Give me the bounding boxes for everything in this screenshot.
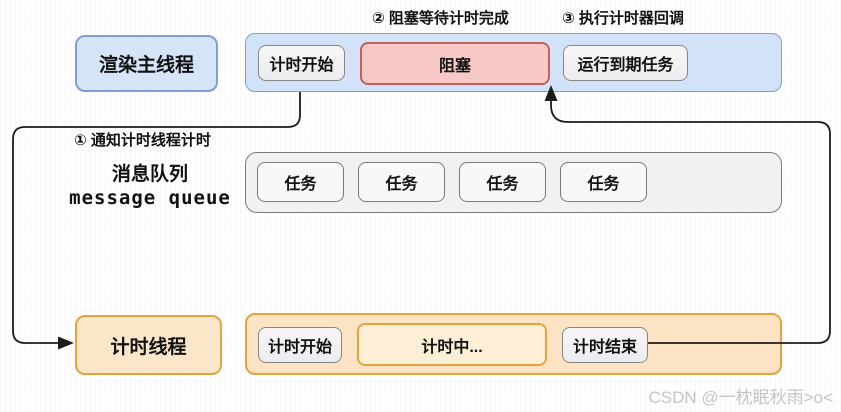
message-queue-label: 消息队列 message queue [40,163,260,211]
timing-chip: 计时中... [357,323,547,366]
main-thread-label: 渲染主线程 [98,55,194,76]
task-chip: 任务 [257,162,344,202]
task-chip: 任务 [560,162,647,202]
timer-thread-label: 计时线程 [110,336,187,358]
task-label: 任务 [486,176,519,193]
annotation-step1: ① 通知计时线程计时 [74,132,211,149]
task-chip: 任务 [358,162,445,202]
task-label: 任务 [385,176,418,193]
main-timer-start-chip: 计时开始 [258,45,345,81]
run-due-tasks-chip: 运行到期任务 [563,45,688,81]
timer-start-chip: 计时开始 [258,327,342,363]
run-due-tasks-label: 运行到期任务 [577,57,674,74]
timer-end-chip: 计时结束 [562,327,648,363]
arrowhead-right-icon [58,336,74,350]
timer-thread-box: 计时线程 [75,315,222,375]
task-chip: 任务 [459,162,546,202]
blocked-label: 阻塞 [438,57,471,75]
timer-end-label: 计时结束 [572,339,637,356]
timer-start-label: 计时开始 [267,339,332,356]
main-timer-start-label: 计时开始 [269,57,334,74]
message-queue-label-en: message queue [69,186,231,209]
annotation-step2: ② 阻塞等待计时完成 [372,10,509,27]
blocked-chip: 阻塞 [360,42,550,85]
task-label: 任务 [284,176,317,193]
watermark-text: CSDN @一枕眠秋雨>o< [648,388,833,407]
timing-label: 计时中... [421,338,483,356]
task-label: 任务 [587,176,620,193]
main-thread-box: 渲染主线程 [75,35,218,92]
message-queue-label-zh: 消息队列 [111,164,188,185]
timer-done-arrow [544,85,831,344]
annotation-step3: ③ 执行计时器回调 [562,10,684,27]
